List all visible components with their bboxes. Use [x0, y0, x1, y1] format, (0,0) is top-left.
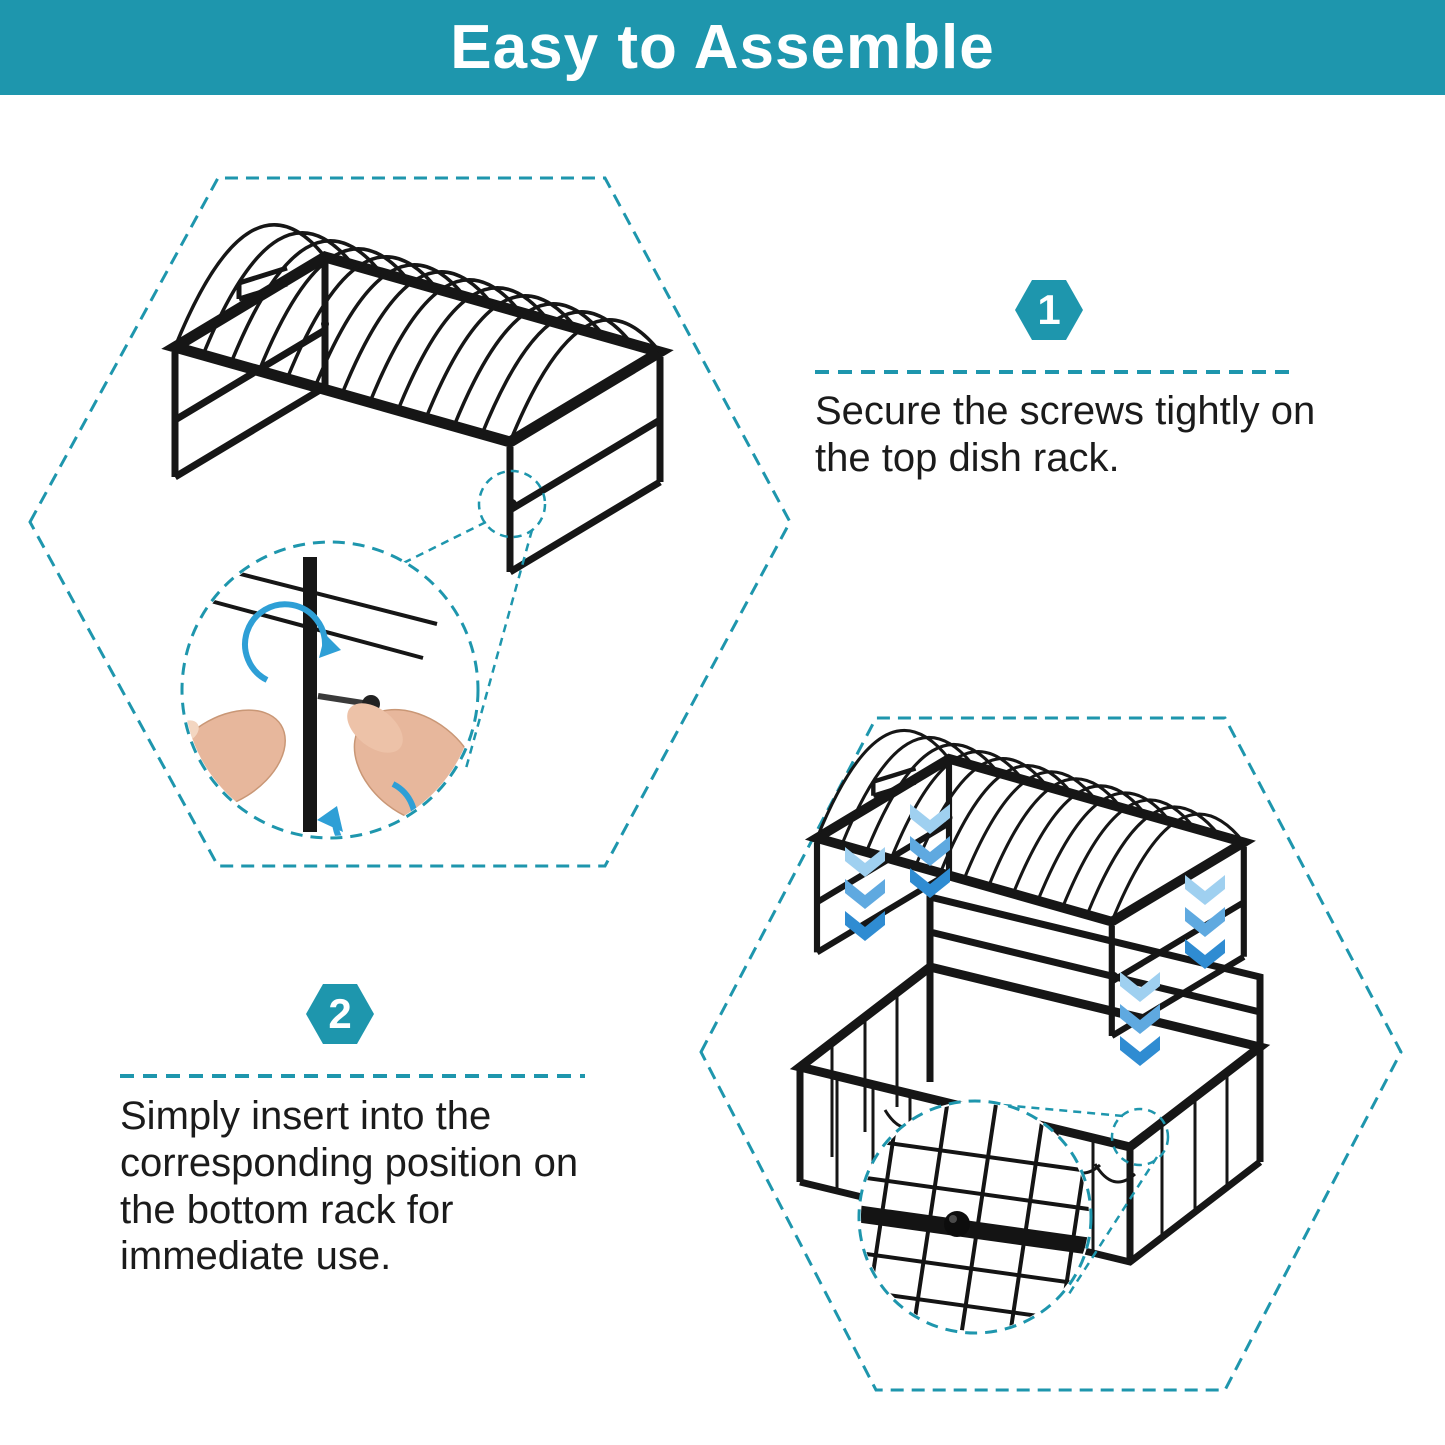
rotate-arrowhead-top — [319, 634, 341, 658]
rotate-arrowhead-bottom — [317, 806, 343, 832]
rotate-arrow-icons — [242, 601, 418, 836]
zoom-circle-border — [857, 1099, 1093, 1335]
step2-divider — [120, 1074, 585, 1078]
step2-badge: 2 — [306, 984, 374, 1044]
step1-divider — [815, 370, 1295, 374]
step2-text: Simply insert into the corresponding pos… — [120, 1094, 579, 1279]
step2-number: 2 — [328, 990, 352, 1037]
rail-screw-zoom — [861, 1103, 1089, 1331]
top-dish-rack — [175, 225, 660, 572]
screw-callout-circle — [477, 469, 547, 539]
step2-illustration — [699, 716, 1403, 1392]
title-banner: Easy to Assemble — [0, 0, 1445, 95]
zoom-circle-bg — [859, 1101, 1091, 1333]
screw-knob — [944, 1211, 970, 1237]
step1-text: Secure the screws tightly on the top dis… — [815, 389, 1316, 480]
step1-illustration — [28, 176, 792, 868]
page-title: Easy to Assemble — [450, 13, 995, 82]
zoom-circle-border — [180, 540, 480, 840]
step1-badge: 1 — [1015, 280, 1083, 340]
hexagon-border-2 — [699, 716, 1403, 1392]
step1-number: 1 — [1037, 286, 1061, 333]
rail-callout-circle — [1110, 1107, 1170, 1167]
